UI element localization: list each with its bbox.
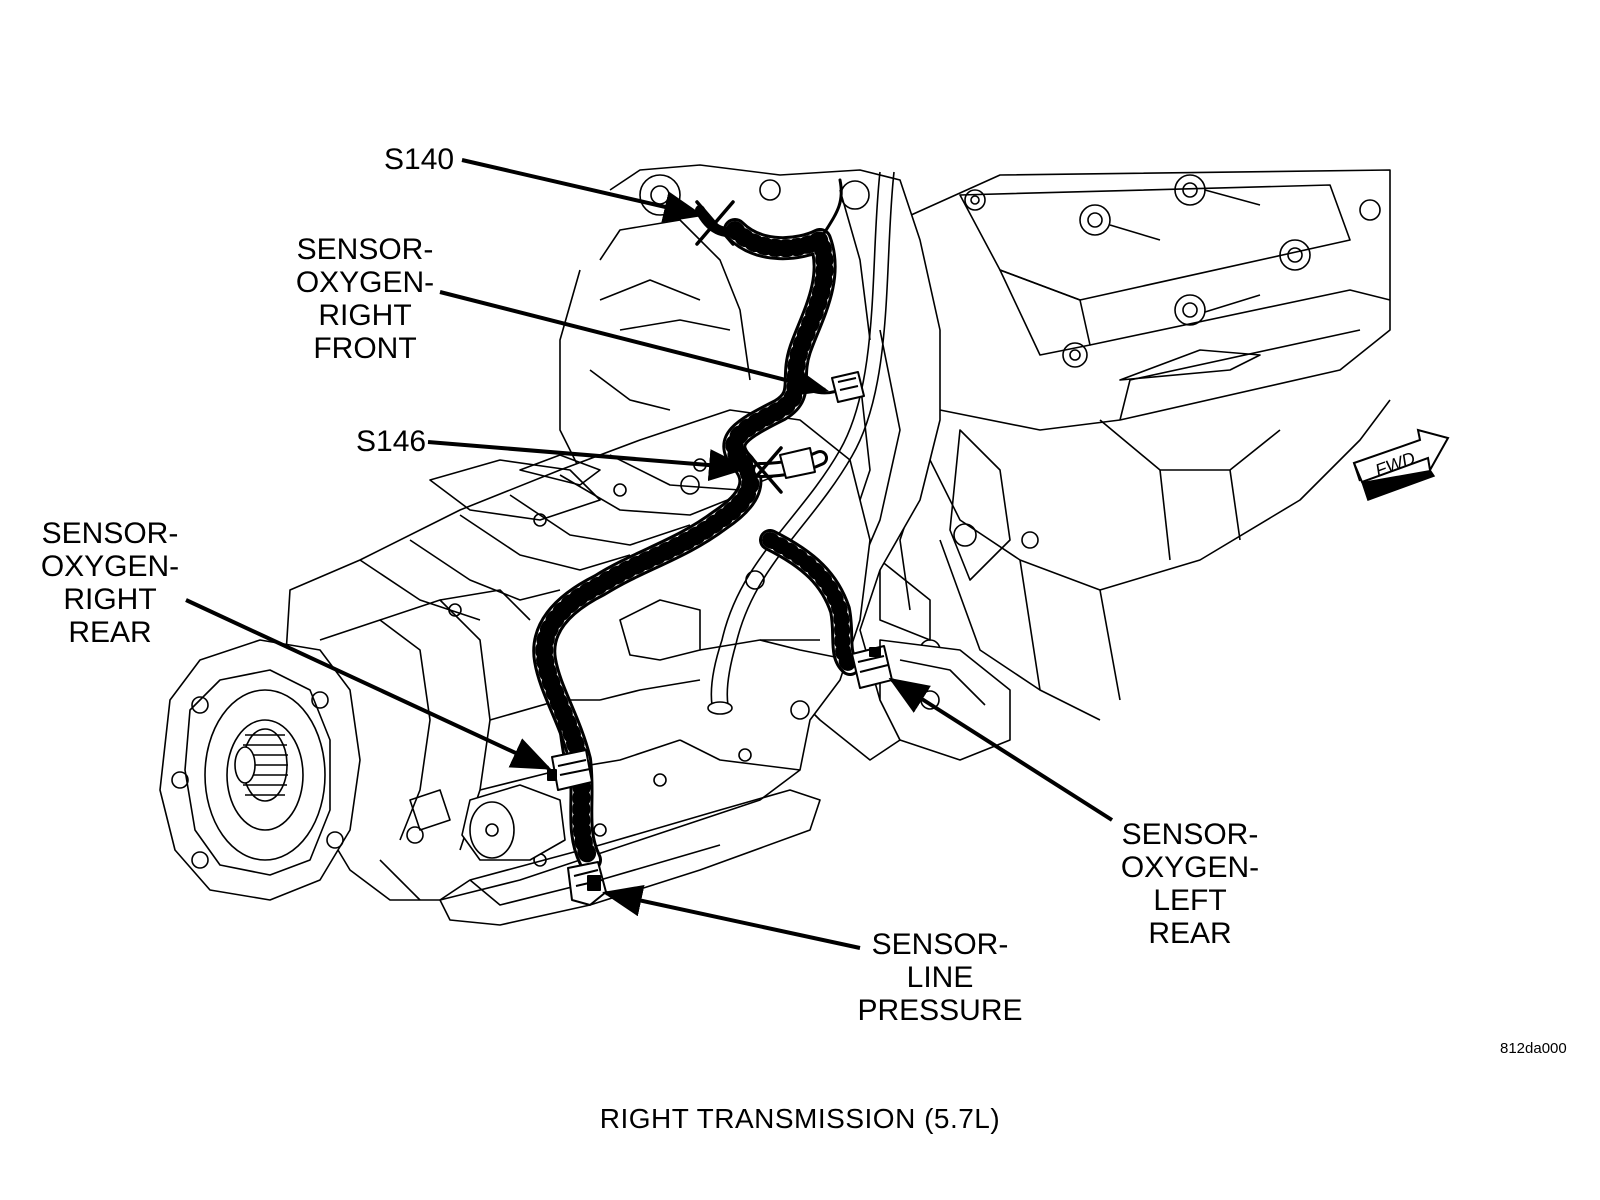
label-line: REAR (68, 616, 152, 649)
label-line: OXYGEN- (1120, 851, 1260, 884)
connector-o2-right-rear (547, 749, 593, 791)
connector-s146 (779, 447, 816, 479)
leader-arrows (185, 158, 1114, 950)
fwd-arrow-icon: FWD (1352, 428, 1450, 501)
arrow-o2-right-front (439, 290, 829, 397)
label-s140-text: S140 (384, 143, 455, 176)
label-line: OXYGEN- (40, 550, 180, 583)
label-s146-text: S146 (356, 425, 427, 458)
connectors (547, 371, 893, 906)
label-line: SENSOR- (871, 928, 1009, 961)
label-line: LINE (906, 961, 974, 994)
label-line: RIGHT (318, 299, 412, 332)
label-line: FRONT (313, 332, 417, 365)
label-line-pressure: SENSOR- LINE PRESSURE (850, 928, 1030, 1027)
label-o2-right-front: SENSOR- OXYGEN- RIGHT FRONT (290, 233, 440, 365)
label-line: SENSOR- (296, 233, 434, 266)
splice-s146-marker (741, 446, 783, 494)
arrow-o2-right-rear (185, 598, 552, 770)
diagram-caption: RIGHT TRANSMISSION (5.7L) (599, 1103, 1001, 1134)
mount-bracket (759, 639, 1011, 761)
connector-line-pressure (567, 861, 607, 906)
label-line: OXYGEN- (295, 266, 435, 299)
engine-block (879, 169, 1391, 721)
connector-o2-right-front (831, 371, 865, 403)
wiring-harness (532, 178, 861, 872)
label-s146: S146 (356, 425, 426, 458)
arrow-s140 (461, 158, 704, 223)
arrow-line-pressure (602, 884, 861, 950)
dipstick-tube (707, 171, 895, 715)
label-line: SENSOR- (1121, 818, 1259, 851)
figure-id: 812da000 (1500, 1040, 1567, 1057)
label-s140: S140 (384, 143, 454, 176)
label-line: LEFT (1153, 884, 1227, 917)
label-line: SENSOR- (41, 517, 179, 550)
arrow-o2-left-rear (888, 677, 1114, 822)
label-o2-left-rear: SENSOR- OXYGEN- LEFT REAR (1115, 818, 1265, 950)
arrow-s146 (427, 440, 749, 482)
label-line: REAR (1148, 917, 1232, 950)
label-line: RIGHT (63, 583, 157, 616)
connector-o2-left-rear (851, 645, 893, 689)
label-o2-right-rear: SENSOR- OXYGEN- RIGHT REAR (35, 517, 185, 649)
tail-housing (159, 639, 566, 901)
label-line: PRESSURE (857, 994, 1023, 1027)
